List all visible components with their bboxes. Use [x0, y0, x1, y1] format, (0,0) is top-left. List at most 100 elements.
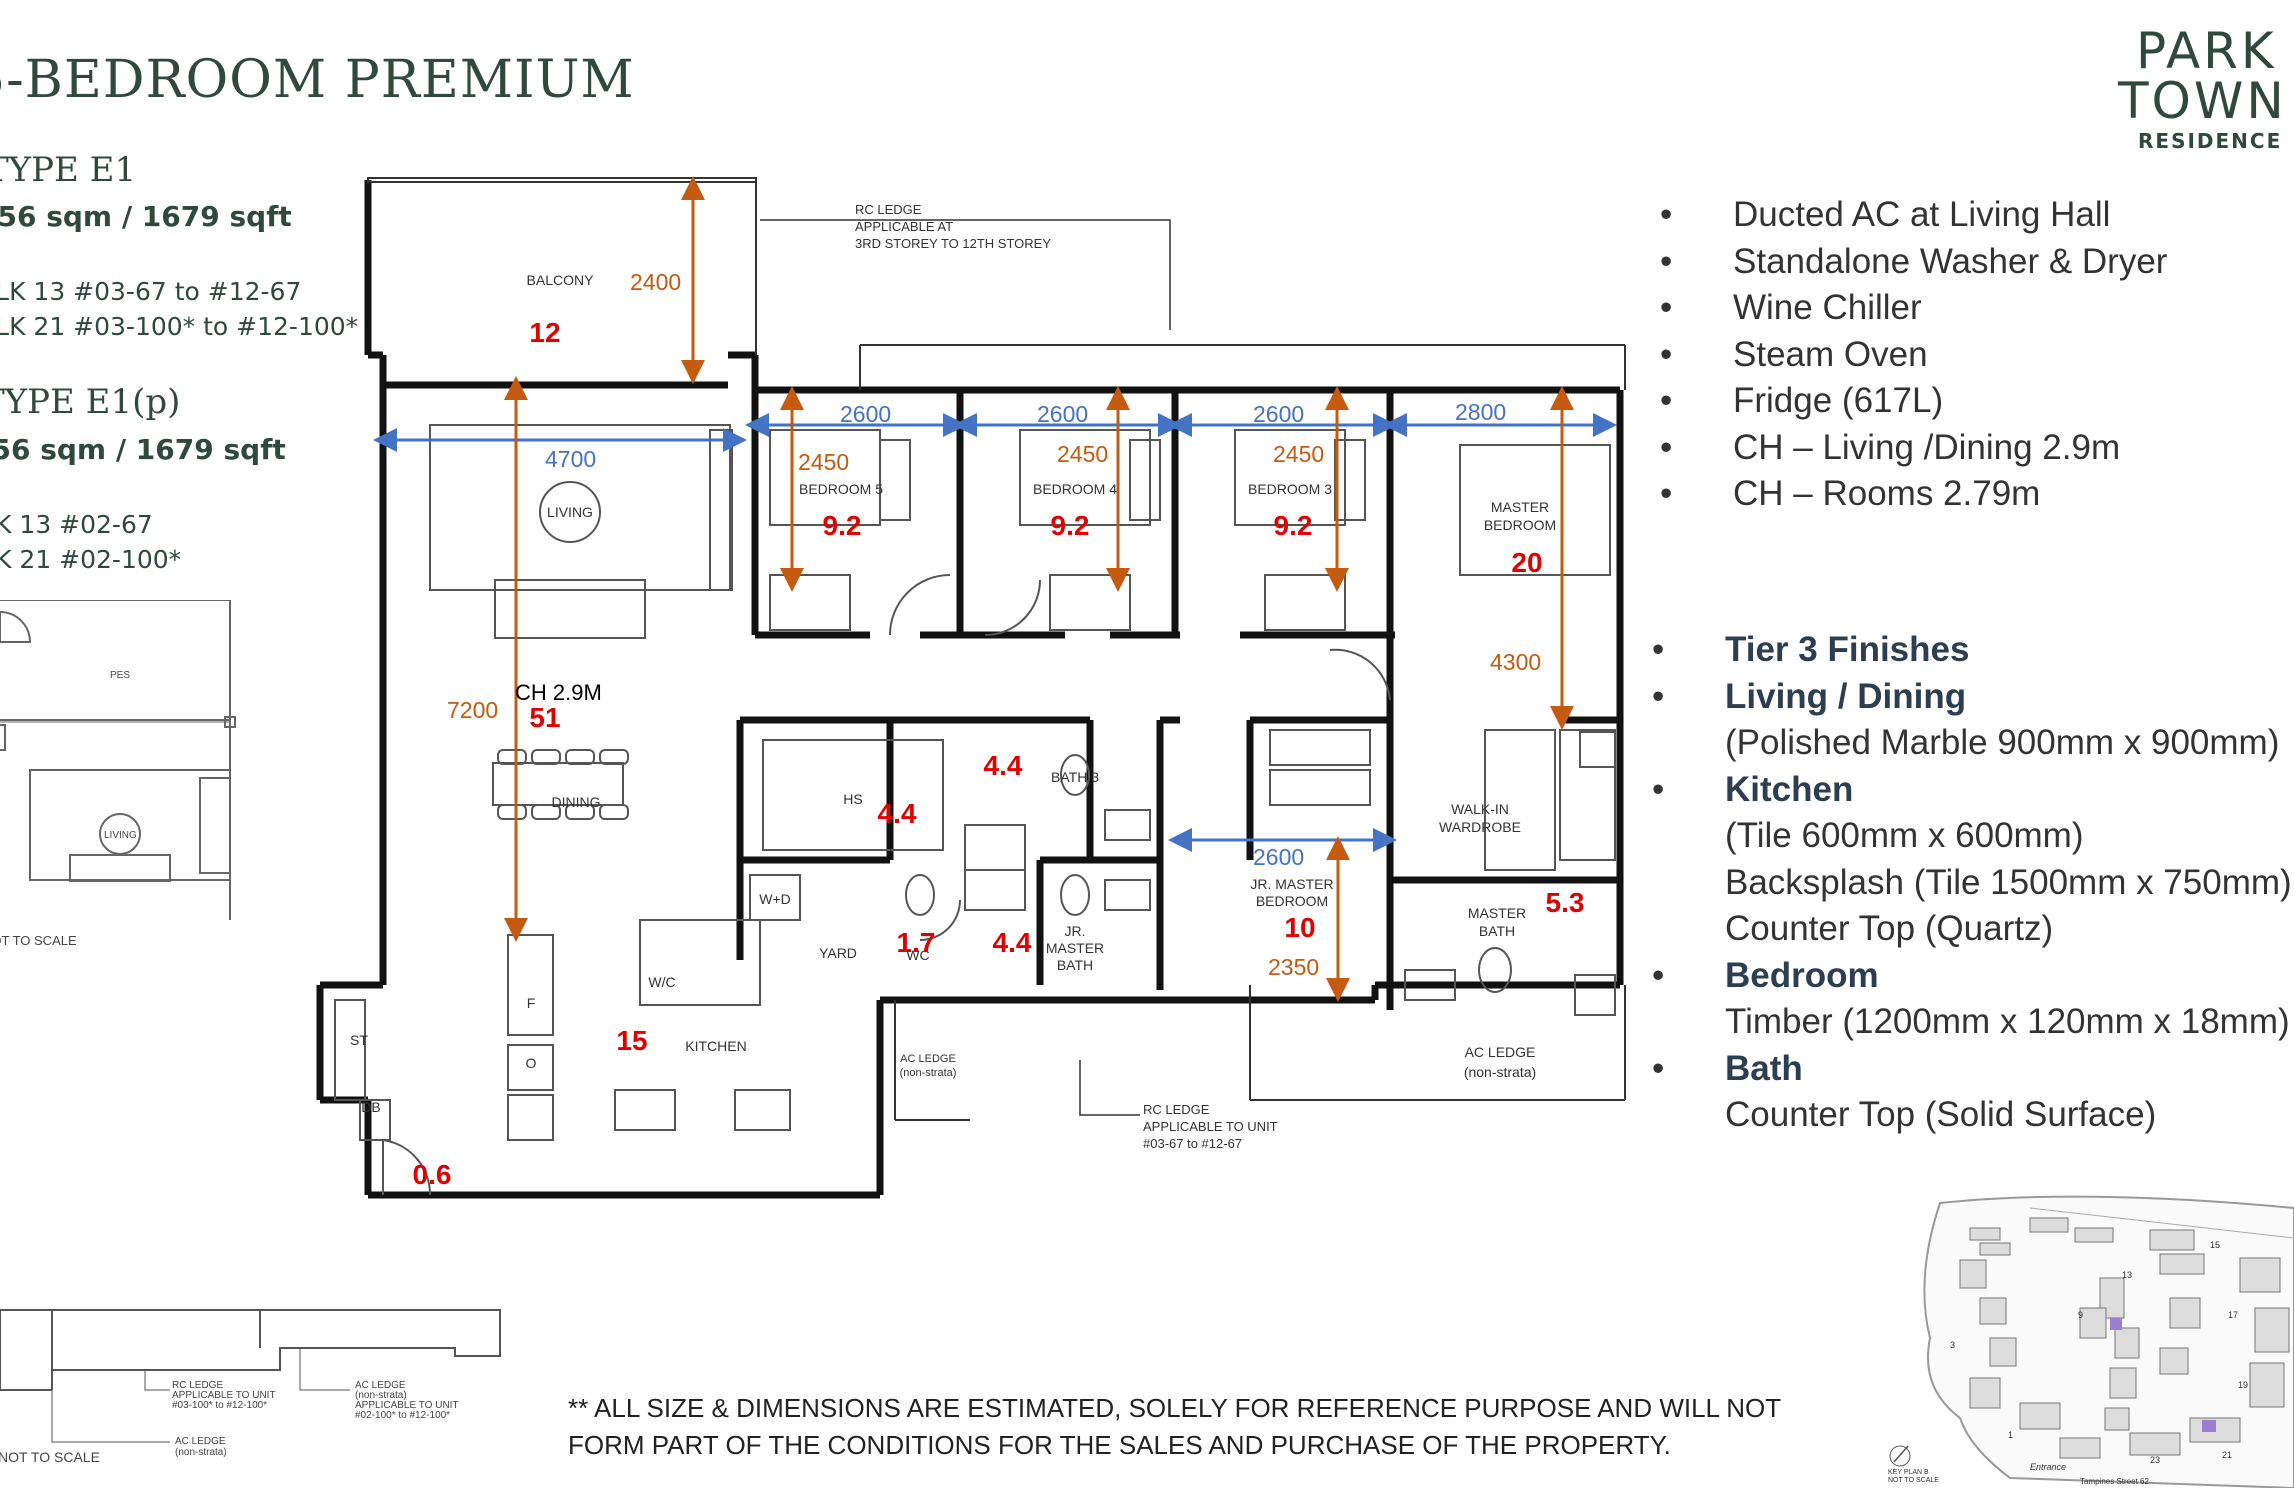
bullet-icon: • — [1652, 676, 1665, 716]
area-label-living: 51 — [529, 702, 560, 733]
keyplan-block-label: 23 — [2150, 1455, 2160, 1465]
finish-detail: Counter Top (Solid Surface) — [1725, 1095, 2157, 1134]
area-label-jr-master-bedroom: 10 — [1284, 912, 1315, 943]
room-label-jr-master-bath: MASTER — [1046, 940, 1104, 956]
rc-ledge-note: 3RD STOREY TO 12TH STOREY — [855, 236, 1051, 251]
floor-plan: BALCONY LIVING DINING BEDROOM 5 BEDROOM … — [316, 176, 1626, 1199]
area-label-bath-3: 4.4 — [984, 750, 1023, 781]
finish-list-item: •Bath — [1652, 1049, 2292, 1096]
area-label-bedroom-4: 9.2 — [1051, 510, 1090, 541]
room-label-bath-3: BATH 3 — [1051, 769, 1099, 785]
keyplan-entrance-label: Entrance — [2030, 1462, 2066, 1472]
room-label-master-bedroom: BEDROOM — [1484, 517, 1556, 533]
bullet-icon: • — [1660, 474, 1673, 513]
bullet-icon: • — [1652, 1048, 1665, 1088]
detail-nts-label: NOT TO SCALE — [0, 1449, 100, 1465]
room-label-bedroom-3: BEDROOM 3 — [1248, 481, 1332, 497]
feature-text: Ducted AC at Living Hall — [1733, 195, 2111, 234]
bullet-icon: • — [1652, 630, 1665, 669]
disclaimer-line: FORM PART OF THE CONDITIONS FOR THE SALE… — [568, 1430, 1671, 1460]
logo-line: RESIDENCE — [2138, 129, 2283, 153]
room-label-master-bath: MASTER — [1468, 905, 1526, 921]
brand-logo: PARK TOWN RESIDENCE — [2118, 26, 2294, 156]
dimension-label: 4300 — [1490, 649, 1541, 675]
finish-heading: Kitchen — [1725, 769, 1854, 809]
room-label-ac-ledge-big: (non-strata) — [1464, 1064, 1536, 1080]
detail-ac-label: AC LEDGE — [175, 1436, 226, 1447]
dimension-label: 7200 — [447, 697, 498, 723]
area-label-wc: 1.7 — [897, 927, 936, 958]
room-label-ac-ledge-big: AC LEDGE — [1465, 1044, 1536, 1060]
detail-ac-label: APPLICABLE TO UNIT — [355, 1400, 459, 1411]
bullet-icon: • — [1652, 769, 1665, 809]
area-label-balcony: 12 — [529, 317, 560, 348]
finish-list-item: •Bedroom — [1652, 956, 2292, 1003]
page-title: 5-BEDROOM PREMIUM — [0, 50, 635, 110]
finish-heading: Bedroom — [1725, 955, 1879, 995]
keyplan-block-label: 19 — [2238, 1380, 2248, 1390]
unit-block-list-item: BLK 21 #03-100* to #12-100* — [0, 312, 359, 341]
feature-list-item: •Ducted AC at Living Hall — [1660, 195, 2167, 242]
area-label-bedroom-3: 9.2 — [1274, 510, 1313, 541]
room-label-wd: W+D — [759, 891, 791, 907]
dimension-label: 4700 — [545, 446, 596, 472]
room-label-jr-master-bath: JR. — [1065, 923, 1086, 939]
unit-block-list-item: BLK 21 #02-100* — [0, 545, 182, 574]
dimension-label: 2600 — [840, 401, 891, 427]
rc-ledge-note: #03-67 to #12-67 — [1143, 1136, 1242, 1151]
area-label-jr-master-bath: 4.4 — [993, 927, 1032, 958]
mini-nts-label: NOT TO SCALE — [0, 933, 77, 948]
room-label-hs: HS — [843, 791, 862, 807]
dimension-label: 2450 — [1273, 441, 1324, 467]
room-label-ac-ledge: (non-strata) — [900, 1067, 957, 1079]
keyplan-street-label: Tampines Street 62 — [2080, 1477, 2149, 1486]
feature-list-item: • CH – Living /Dining 2.9m — [1660, 428, 2167, 475]
north-arrow-icon — [1889, 1445, 1911, 1467]
area-label-master-bath: 5.3 — [1546, 887, 1585, 918]
dimension-label: 2350 — [1268, 954, 1319, 980]
keyplan-block-label: 3 — [1950, 1340, 1955, 1350]
keyplan-key-label: NOT TO SCALE — [1888, 1477, 1939, 1484]
room-label-jr-master-bedroom: JR. MASTER — [1250, 876, 1333, 892]
finish-heading: Tier 3 Finishes — [1725, 630, 1970, 669]
ledge-detail: RC LEDGE APPLICABLE TO UNIT #03-100* to … — [0, 1309, 501, 1465]
area-label-hs: 4.4 — [878, 798, 917, 829]
feature-text: CH – Living /Dining 2.9m — [1733, 427, 2121, 467]
feature-list-item: • Steam Oven — [1660, 335, 2167, 382]
room-label-master-bedroom: MASTER — [1491, 499, 1549, 515]
rc-ledge-note: RC LEDGE — [855, 202, 922, 217]
finish-list-item: • Kitchen — [1652, 770, 2292, 817]
logo-line: TOWN — [2118, 72, 2287, 130]
finish-detail: (Polished Marble 900mm x 900mm) — [1725, 723, 2280, 762]
bullet-icon: • — [1660, 427, 1673, 467]
dimension-label: 2450 — [1057, 441, 1108, 467]
finish-detail: Backsplash (Tile 1500mm x 750mm) — [1725, 862, 2292, 902]
bullet-icon: • — [1660, 334, 1673, 374]
feature-list-item: • CH – Rooms 2.79m — [1660, 474, 2167, 521]
dimension-label: 2450 — [798, 449, 849, 475]
bullet-icon: • — [1660, 381, 1673, 420]
features-list: •Ducted AC at Living Hall•Standalone Was… — [1660, 195, 2167, 521]
room-label-bedroom-5: BEDROOM 5 — [799, 481, 883, 497]
room-label-dining: DINING — [552, 794, 601, 810]
room-label-balcony: BALCONY — [527, 272, 595, 288]
feature-text: Steam Oven — [1733, 334, 1928, 374]
unit-type-label: TYPE E1 — [0, 150, 137, 190]
logo-line: PARK — [2136, 22, 2277, 80]
rc-ledge-note: APPLICABLE TO UNIT — [1143, 1119, 1278, 1134]
dimension-label: 2400 — [630, 269, 681, 295]
finish-detail: Counter Top (Quartz) — [1725, 909, 2054, 948]
finish-heading: Living / Dining — [1725, 676, 1967, 716]
room-label-oven: O — [526, 1055, 537, 1071]
detail-rc-label: RC LEDGE — [172, 1380, 223, 1391]
feature-text: CH – Rooms 2.79m — [1733, 474, 2041, 513]
mini-floor-plan: PES LIVING NOT TO SCALE — [0, 600, 236, 948]
detail-rc-label: #03-100* to #12-100* — [172, 1400, 267, 1411]
feature-text: Wine Chiller — [1733, 288, 1922, 327]
keyplan-block-label: 15 — [2210, 1240, 2220, 1250]
feature-text: Standalone Washer & Dryer — [1733, 241, 2168, 281]
room-label-jr-master-bedroom: BEDROOM — [1256, 893, 1328, 909]
mini-living-label: LIVING — [104, 830, 137, 841]
key-site-plan: 13 15 17 19 21 23 9 3 1 Entrance Tampine… — [1888, 1195, 2294, 1488]
room-label-store: ST — [350, 1032, 368, 1048]
